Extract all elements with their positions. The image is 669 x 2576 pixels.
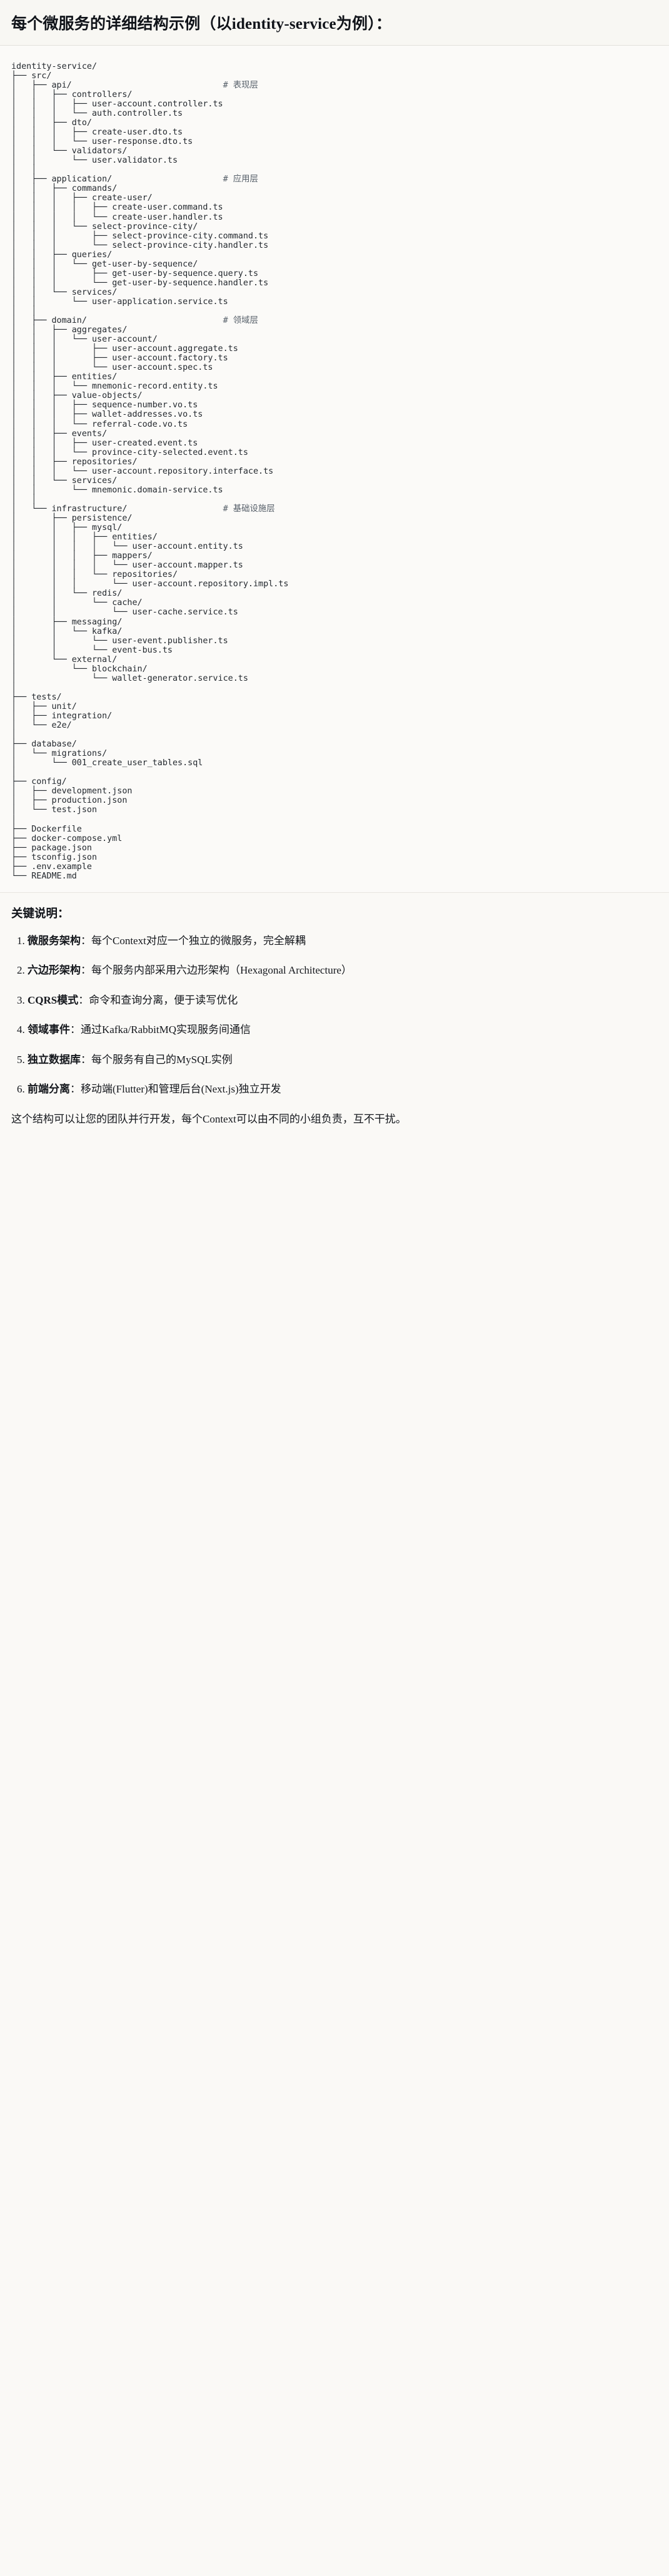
list-item: 六边形架构：每个服务内部采用六边形架构（Hexagonal Architectu… bbox=[28, 962, 658, 979]
tree-layer-comment: # 应用层 bbox=[223, 175, 258, 185]
key-point-term: 六边形架构 bbox=[28, 964, 81, 977]
closing-paragraph: 这个结构可以让您的团队并行开发，每个Context可以由不同的小组负责，互不干扰… bbox=[11, 1112, 406, 1125]
directory-tree-block: identity-service/ ├── src/ │ ├── api/ # … bbox=[0, 45, 669, 892]
tree-layer-comment: # 基础设施层 bbox=[223, 504, 275, 514]
key-point-desc: ：每个服务有自己的MySQL实例 bbox=[81, 1053, 233, 1066]
page-title: 每个微服务的详细结构示例（以identity-service为例）： bbox=[11, 16, 392, 33]
key-point-desc: ：每个Context对应一个独立的微服务，完全解耦 bbox=[81, 934, 306, 947]
directory-tree-code: identity-service/ ├── src/ │ ├── api/ # … bbox=[11, 61, 289, 881]
key-point-term: 前端分离 bbox=[28, 1083, 70, 1096]
tree-layer-comment: # 领域层 bbox=[223, 316, 258, 326]
key-point-desc: ：命令和查询分离，便于读写优化 bbox=[78, 994, 238, 1006]
key-point-term: 领域事件 bbox=[28, 1024, 70, 1036]
directory-tree: identity-service/ ├── src/ │ ├── api/ # … bbox=[11, 62, 658, 881]
key-points-heading: 关键说明： bbox=[11, 907, 69, 920]
tree-layer-comment: # 表现层 bbox=[223, 80, 258, 90]
key-point-term: 微服务架构 bbox=[28, 934, 81, 947]
key-points-section: 关键说明： 微服务架构：每个Context对应一个独立的微服务，完全解耦 六边形… bbox=[0, 892, 669, 1151]
key-point-desc: ：每个服务内部采用六边形架构（Hexagonal Architecture） bbox=[81, 964, 352, 977]
document-header: 每个微服务的详细结构示例（以identity-service为例）： bbox=[0, 0, 669, 46]
key-points-list: 微服务架构：每个Context对应一个独立的微服务，完全解耦 六边形架构：每个服… bbox=[11, 933, 658, 1097]
list-item: 前端分离：移动端(Flutter)和管理后台(Next.js)独立开发 bbox=[28, 1081, 658, 1097]
list-item: 微服务架构：每个Context对应一个独立的微服务，完全解耦 bbox=[28, 933, 658, 949]
list-item: 领域事件：通过Kafka/RabbitMQ实现服务间通信 bbox=[28, 1022, 658, 1038]
list-item: 独立数据库：每个服务有自己的MySQL实例 bbox=[28, 1052, 658, 1068]
list-item: CQRS模式：命令和查询分离，便于读写优化 bbox=[28, 992, 658, 1009]
key-point-desc: ：通过Kafka/RabbitMQ实现服务间通信 bbox=[70, 1024, 251, 1036]
key-point-term: CQRS模式 bbox=[28, 994, 79, 1006]
key-point-desc: ：移动端(Flutter)和管理后台(Next.js)独立开发 bbox=[70, 1083, 281, 1096]
key-point-term: 独立数据库 bbox=[28, 1053, 81, 1066]
